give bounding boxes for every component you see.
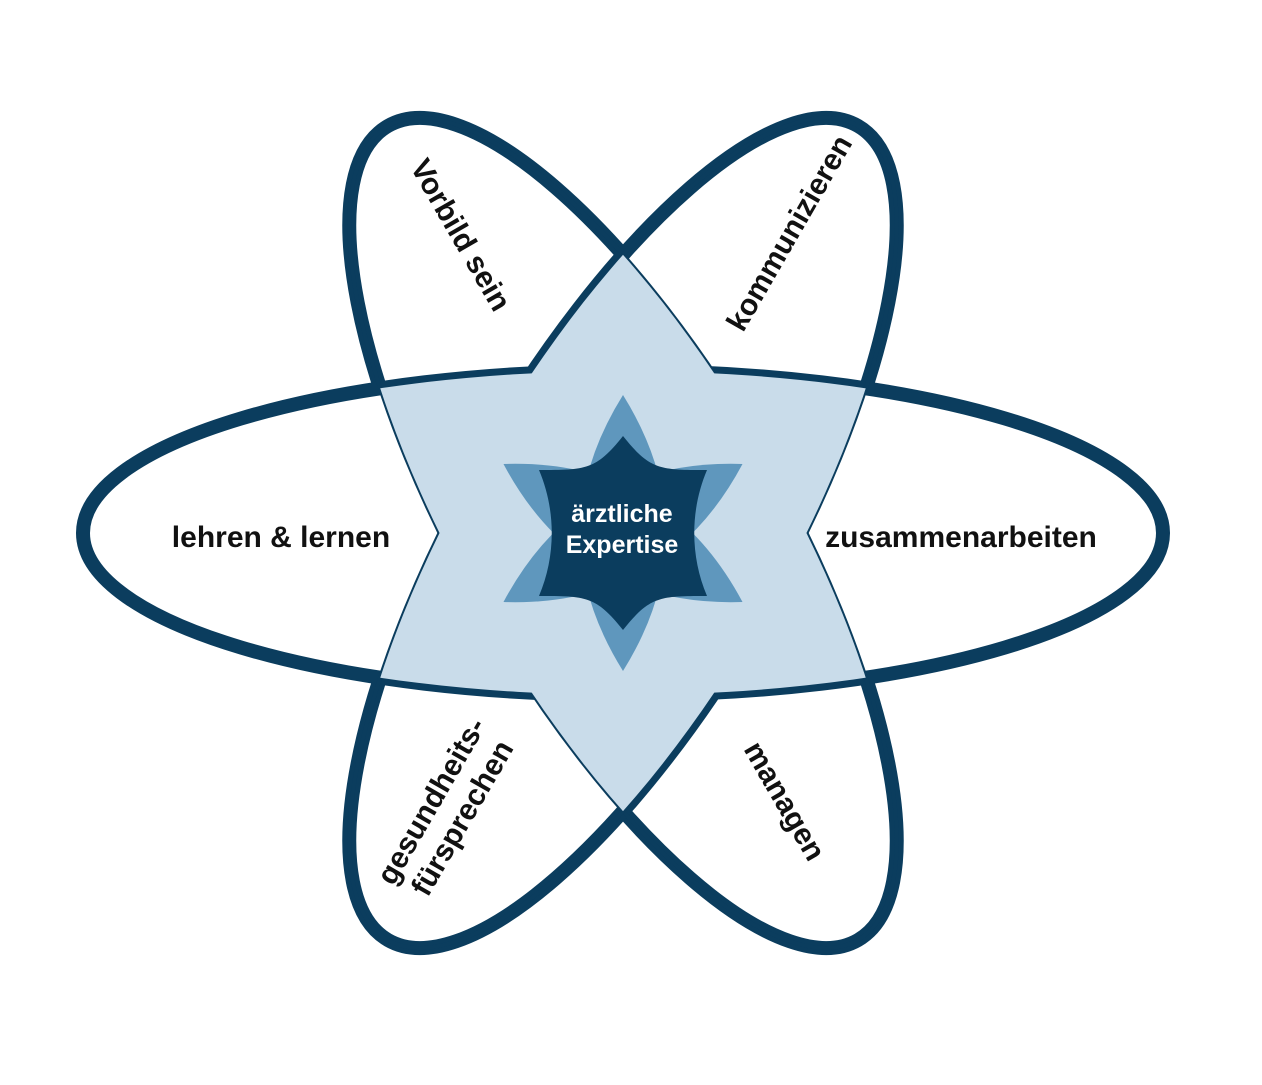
center-label-line1: ärztliche [571, 500, 673, 528]
role-lehren-lernen: lehren & lernen [172, 521, 390, 554]
center-label-line2: Expertise [566, 531, 679, 559]
role-zusammenarbeiten: zusammenarbeiten [825, 521, 1097, 554]
center-hexafoil [539, 436, 707, 630]
